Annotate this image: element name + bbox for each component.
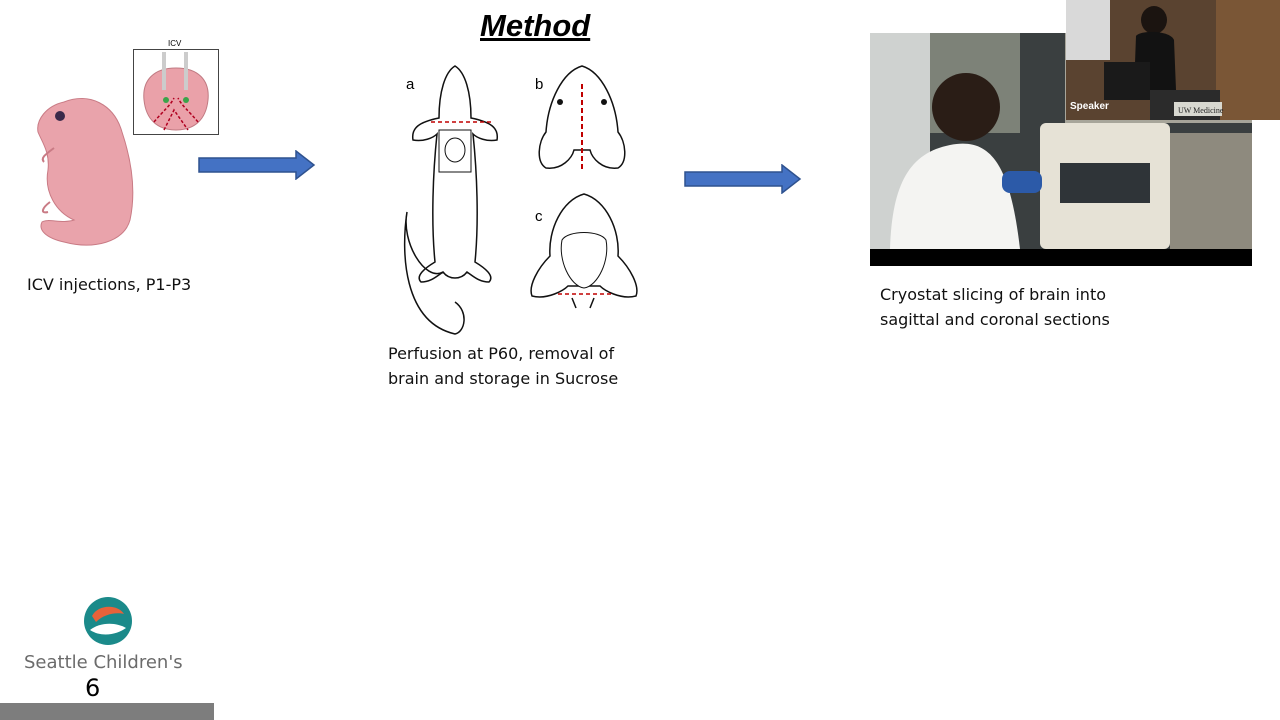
- mouse-head-drawing-b: [538, 65, 626, 170]
- footer-bar: [0, 703, 214, 720]
- speaker-label: Speaker: [1070, 101, 1109, 112]
- seattle-childrens-logo-icon: [84, 597, 132, 645]
- arrow-right-icon: [684, 164, 802, 194]
- step3-caption: Cryostat slicing of brain into sagittal …: [880, 285, 1110, 329]
- step1-caption: ICV injections, P1-P3: [27, 275, 192, 294]
- panel-label-b: b: [535, 76, 544, 93]
- icv-brain-icon: [143, 52, 209, 131]
- panel-label-c: c: [535, 208, 543, 225]
- slide-title: Method: [480, 8, 591, 43]
- podium-sign: UW Medicine: [1178, 106, 1224, 115]
- inset-label: ICV: [168, 39, 182, 48]
- icv-injection-inset: ICV: [133, 39, 219, 135]
- arrow-right-icon: [198, 150, 316, 180]
- panel-label-a: a: [406, 76, 415, 93]
- page-number: 6: [85, 674, 101, 702]
- speaker-video-inset: UW Medicine: [1066, 0, 1280, 120]
- mouse-head-drawing-c: [530, 193, 638, 309]
- step2-caption: Perfusion at P60, removal of brain and s…: [388, 344, 619, 388]
- mouse-dissection-drawing-a: [403, 65, 499, 335]
- neonatal-mouse-illustration: [37, 98, 134, 246]
- logo-text: Seattle Children's: [24, 652, 183, 673]
- speaker-scene: UW Medicine: [1066, 0, 1280, 120]
